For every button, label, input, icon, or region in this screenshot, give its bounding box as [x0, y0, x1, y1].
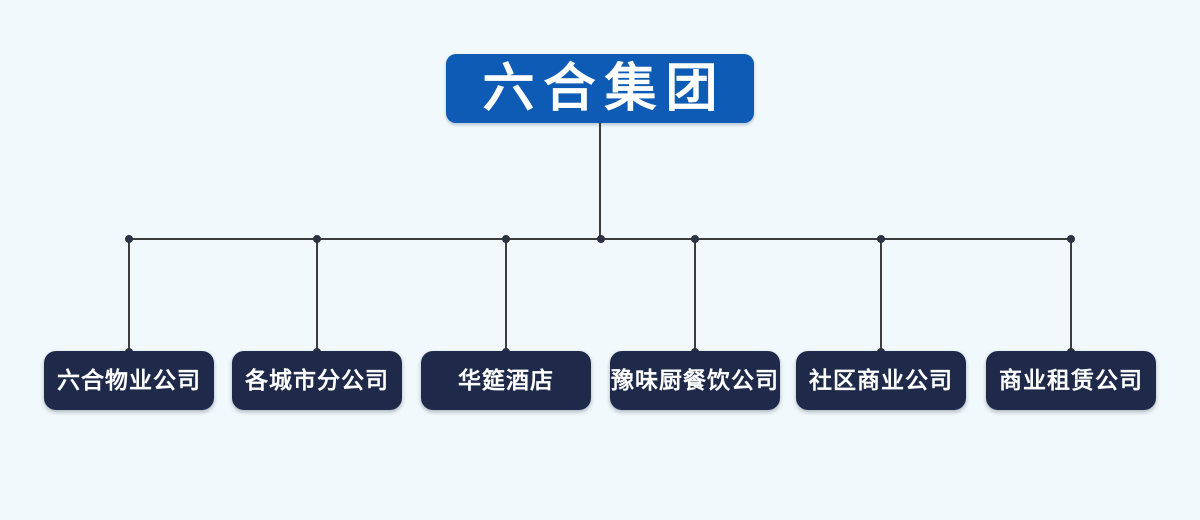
junction-dot-rail-1	[125, 235, 133, 243]
org-child-node-1[interactable]: 六合物业公司	[44, 351, 214, 410]
org-child-label-2: 各城市分公司	[245, 367, 389, 393]
org-child-label-6: 商业租赁公司	[999, 367, 1143, 393]
junction-dot-rail-3	[502, 235, 510, 243]
connector-drop-1	[128, 239, 130, 352]
org-child-node-3[interactable]: 华筵酒店	[421, 351, 591, 410]
org-child-label-1: 六合物业公司	[57, 367, 201, 393]
connector-root-vertical	[599, 123, 601, 239]
org-root-node[interactable]: 六合集团	[446, 54, 754, 123]
org-child-node-2[interactable]: 各城市分公司	[232, 351, 402, 410]
connector-drop-6	[1070, 239, 1072, 352]
org-child-node-4[interactable]: 豫味厨餐饮公司	[610, 351, 780, 410]
connector-drop-3	[505, 239, 507, 352]
junction-dot-rail-6	[1067, 235, 1075, 243]
junction-dot-rail-5	[877, 235, 885, 243]
junction-dot-rail-center	[597, 235, 605, 243]
connector-drop-4	[694, 239, 696, 352]
org-child-label-5: 社区商业公司	[809, 367, 953, 393]
connector-drop-5	[880, 239, 882, 352]
org-root-label: 六合集团	[482, 59, 727, 118]
org-child-node-6[interactable]: 商业租赁公司	[986, 351, 1156, 410]
org-child-node-5[interactable]: 社区商业公司	[796, 351, 966, 410]
org-child-label-4: 豫味厨餐饮公司	[611, 367, 779, 393]
connector-drop-2	[316, 239, 318, 352]
junction-dot-rail-4	[691, 235, 699, 243]
org-child-label-3: 华筵酒店	[458, 367, 554, 393]
junction-dot-rail-2	[313, 235, 321, 243]
